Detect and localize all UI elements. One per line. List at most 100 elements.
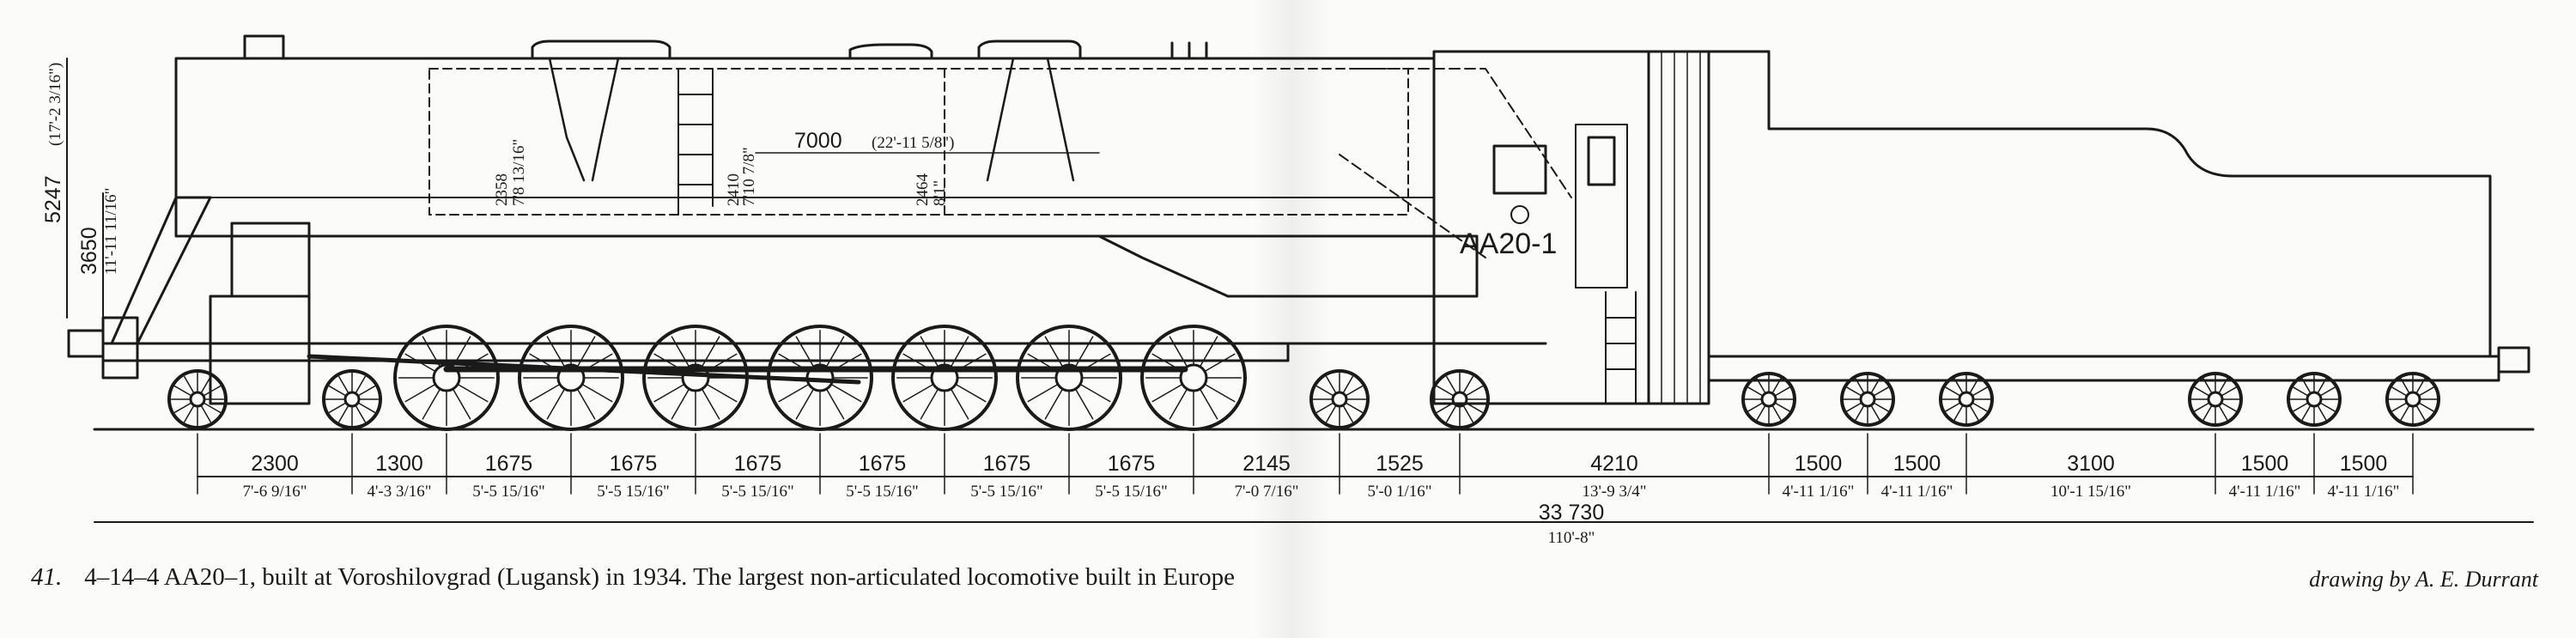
tender-body bbox=[1707, 50, 2492, 358]
tender-wheel-spoke bbox=[1945, 386, 1962, 397]
trailing-wheel-spoke bbox=[1326, 375, 1337, 394]
tender-wheel-spoke bbox=[2318, 402, 2336, 412]
trailing-wheel-spoke bbox=[1465, 402, 1484, 413]
driving-wheel-spoke bbox=[581, 383, 613, 403]
driving-wheel-spoke bbox=[920, 388, 939, 420]
tender-wheel-hub bbox=[1760, 391, 1777, 408]
driving-wheel-spoke bbox=[546, 388, 566, 420]
tender-wheel-rim bbox=[2385, 372, 2440, 427]
star-emblem bbox=[1510, 205, 1529, 224]
wheelbase-dim-mm: 1675 bbox=[983, 452, 1031, 476]
overall-length-imperial: 110'-8" bbox=[1548, 529, 1595, 547]
driving-wheel-spoke bbox=[1169, 388, 1188, 420]
tender-wheel-spoke bbox=[1855, 378, 1865, 395]
leading-wheel-spoke bbox=[328, 402, 347, 413]
driving-wheel-spoke bbox=[1044, 388, 1064, 420]
boiler-ladder bbox=[677, 68, 714, 207]
tender-wheel bbox=[2385, 372, 2440, 427]
tender-wheel-spoke bbox=[1969, 404, 1979, 421]
driving-wheel-spoke bbox=[701, 388, 720, 420]
trailing-wheel-spoke bbox=[1315, 402, 1334, 413]
driving-wheel-rim bbox=[1016, 325, 1122, 431]
tender-wheel-spoke bbox=[1846, 386, 1863, 397]
driving-wheel-spoke bbox=[671, 336, 690, 368]
tender-wheel-spoke bbox=[2202, 378, 2213, 395]
caption-text: 4–14–4 AA20–1, built at Voroshilovgrad (… bbox=[84, 563, 1235, 591]
driving-wheel-spoke bbox=[778, 383, 810, 403]
trailing-wheel-spoke bbox=[1446, 375, 1457, 394]
driving-wheel bbox=[891, 325, 998, 431]
wheelbase-dim-mm: 3100 bbox=[2067, 452, 2115, 476]
trailing-wheel-spoke bbox=[1436, 386, 1455, 397]
tender-wheel-spoke bbox=[2293, 386, 2310, 397]
tender-wheel-hub bbox=[1859, 391, 1876, 408]
wheelbase-dim-imperial: 10'-1 15/16" bbox=[2050, 483, 2131, 501]
tender-wheel-spoke bbox=[2202, 404, 2213, 421]
tender-wheel-rim bbox=[2188, 372, 2243, 427]
leading-wheel-spoke bbox=[355, 404, 366, 423]
tender-wheel-spoke bbox=[2318, 386, 2336, 397]
driving-wheel-spoke bbox=[452, 388, 471, 420]
figure-number: 41. bbox=[31, 563, 63, 591]
driving-wheel-spoke bbox=[902, 383, 934, 403]
wheelbase-dim-mm: 1675 bbox=[610, 452, 658, 476]
height-3650-imperial: 11'-11 11/16" bbox=[102, 188, 120, 275]
driving-wheel bbox=[393, 325, 500, 431]
tender-wheel-spoke bbox=[1872, 386, 1889, 397]
tender-wheel-spoke bbox=[2194, 386, 2211, 397]
cab-steps bbox=[1605, 291, 1637, 404]
driving-wheel-spoke bbox=[825, 336, 845, 368]
wheelbase-dim-imperial: 5'-5 15/16" bbox=[721, 483, 794, 501]
driving-wheel-spoke bbox=[576, 388, 596, 420]
tender-wheel-hub bbox=[2404, 391, 2421, 408]
trailing-wheel-spoke bbox=[1342, 404, 1353, 423]
driving-wheel-spoke bbox=[1027, 383, 1059, 403]
leading-wheel-spoke bbox=[200, 404, 211, 423]
wheelbase-dim-imperial: 7'-0 7/16" bbox=[1234, 483, 1298, 501]
overall-length-mm: 33 730 bbox=[1539, 501, 1604, 525]
driving-wheel-rim bbox=[891, 325, 998, 431]
diameter-2464-imperial: 8'1" bbox=[931, 180, 949, 206]
tender-wheel-spoke bbox=[2317, 378, 2327, 395]
leading-wheel-spoke bbox=[200, 375, 211, 394]
leading-wheel-spoke bbox=[338, 375, 349, 394]
tender-wheel-spoke bbox=[2391, 402, 2409, 412]
tender-wheel-spoke bbox=[1773, 402, 1790, 412]
connecting-rod bbox=[307, 354, 861, 385]
sand-dome bbox=[848, 43, 933, 60]
driving-wheel-spoke bbox=[1169, 336, 1188, 368]
smokebox-saddle bbox=[230, 222, 311, 298]
tender-coal-hood bbox=[1647, 50, 1710, 405]
wheelbase-dim-imperial: 5'-5 15/16" bbox=[1095, 483, 1168, 501]
tender-wheel-spoke bbox=[2400, 404, 2410, 421]
tender-wheel-spoke bbox=[1953, 404, 1964, 421]
diameter-2464: 2464 bbox=[914, 173, 932, 207]
chimney bbox=[243, 34, 285, 60]
tender-wheel-rim bbox=[1741, 372, 1796, 427]
driving-wheel-spoke bbox=[795, 388, 815, 420]
driving-wheel-spoke bbox=[546, 336, 566, 368]
tender-wheel-hub bbox=[2207, 391, 2224, 408]
wheelbase-dim-mm: 1675 bbox=[1108, 452, 1156, 476]
tender-wheel-spoke bbox=[1747, 386, 1765, 397]
tender-wheel-rim bbox=[1939, 372, 1994, 427]
trailing-wheel-spoke bbox=[1315, 386, 1334, 397]
wheelbase-dim-imperial: 7'-6 9/16" bbox=[242, 483, 307, 501]
frame-rear bbox=[1286, 342, 1547, 362]
wheelbase-dim-imperial: 5'-5 15/16" bbox=[846, 483, 919, 501]
tender-wheel-spoke bbox=[1872, 402, 1889, 412]
diameter-2358-imperial: 7'8 13/16" bbox=[510, 139, 528, 206]
tender-wheel-spoke bbox=[2220, 386, 2237, 397]
wheelbase-dim-imperial: 4'-3 3/16" bbox=[367, 483, 431, 501]
leading-wheel-spoke bbox=[173, 386, 192, 397]
driving-wheel-spoke bbox=[1079, 383, 1111, 403]
wheelbase-dim-imperial: 5'-0 1/16" bbox=[1367, 483, 1431, 501]
second-dome bbox=[977, 39, 1082, 60]
trailing-wheel-hub bbox=[1331, 391, 1348, 408]
tender-wheel-spoke bbox=[1846, 402, 1863, 412]
leading-wheel bbox=[167, 369, 228, 429]
trailing-wheel bbox=[1309, 369, 1370, 429]
leading-wheel-rim bbox=[322, 369, 382, 429]
driving-wheel-rim bbox=[518, 325, 624, 431]
leading-wheel-spoke bbox=[357, 386, 376, 397]
